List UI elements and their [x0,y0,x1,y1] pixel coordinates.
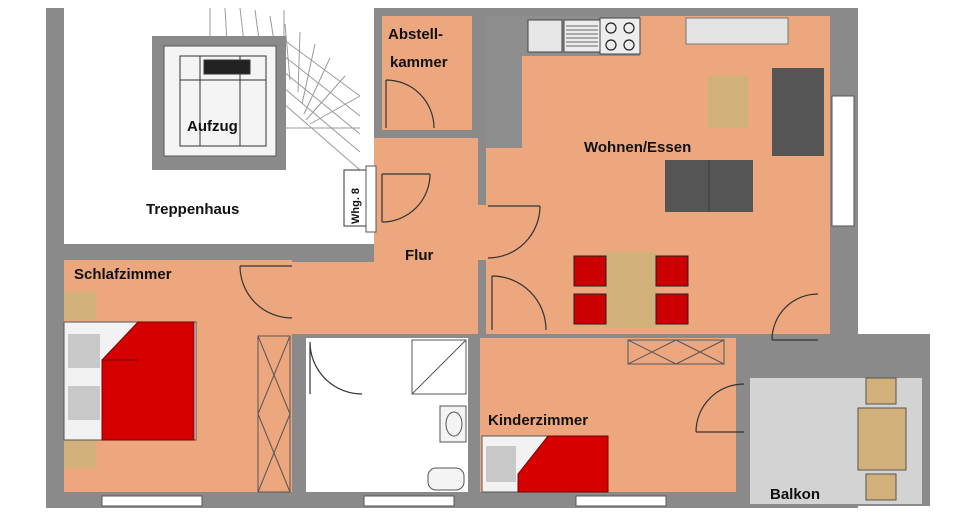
kitchen-counter-side [486,16,522,148]
balcony-chair-1 [865,377,897,405]
elevator-details [179,55,267,147]
sideboard [685,17,789,45]
nightstand-top [64,292,96,320]
wardrobe [257,335,291,493]
stove [599,17,641,55]
nightstand-bottom [64,440,96,468]
washbasin-bowl [445,411,463,437]
dining-chair-1 [573,255,607,287]
kids-shelf [627,339,725,365]
windows [101,95,855,507]
dining-table [606,252,656,328]
label-abstellkammer-2: kammer [390,54,448,71]
dining-chair-4 [655,293,689,325]
label-flur: Flur [405,247,433,264]
kitchen-sink [527,19,563,53]
balcony-chair-2 [865,473,897,501]
kids-shelf-lines [627,339,725,365]
armchair [772,68,824,156]
kids-blanket [517,435,609,493]
side-table [708,76,748,128]
label-balkon: Balkon [770,486,820,503]
toilet [427,467,465,491]
pillow-2 [68,386,100,420]
dining-chair-2 [573,293,607,325]
unit-tag: Whg. 8 [350,188,362,224]
shower-diagonal [411,339,467,395]
label-kinderzimmer: Kinderzimmer [488,412,588,429]
room-abstellkammer [382,16,472,130]
pillow-1 [68,334,100,368]
drainboard-lines [566,25,598,47]
balcony-table [857,407,907,471]
stove-burners [605,22,635,51]
room-flur [374,138,478,334]
label-aufzug: Aufzug [187,118,238,135]
wardrobe-lines [257,335,291,493]
label-abstellkammer-1: Abstell- [388,26,443,43]
label-treppenhaus: Treppenhaus [146,201,239,218]
kitchen-drainboard [563,19,601,53]
room-flur-door [478,205,488,260]
door-swings [239,79,819,433]
room-flur-west [292,262,382,334]
label-schlafzimmer: Schlafzimmer [74,266,172,283]
bed-blanket [101,321,195,441]
label-wohnen-essen: Wohnen/Essen [584,139,691,156]
kids-pillow [486,446,516,482]
dining-chair-3 [655,255,689,287]
